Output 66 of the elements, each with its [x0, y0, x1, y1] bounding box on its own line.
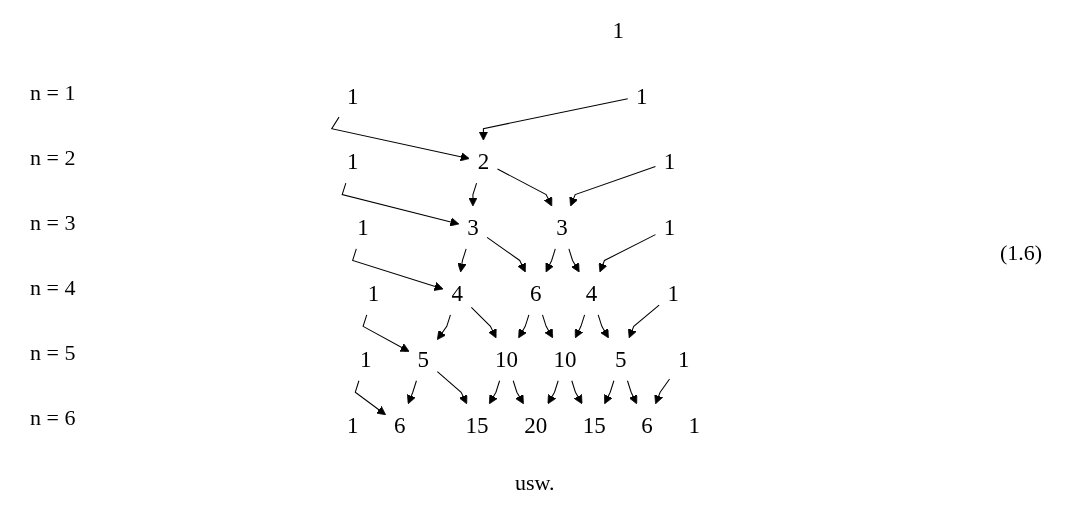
row-label: n = 2 [30, 145, 76, 171]
arrow [569, 166, 656, 207]
node-text: 1 [688, 412, 700, 439]
node-text: 15 [582, 412, 606, 439]
arrow [341, 182, 460, 227]
node-text: 1 [663, 214, 676, 241]
row-label: n = 1 [30, 80, 76, 106]
arrow [436, 371, 468, 405]
arrow [457, 248, 467, 273]
node-text: 1 [636, 82, 648, 109]
row-label: n = 5 [30, 340, 76, 366]
arrow [518, 314, 530, 339]
arrow [626, 380, 638, 405]
arrow [597, 314, 609, 339]
note-text: usw. [515, 470, 555, 496]
node-text: 4 [585, 280, 598, 307]
arrow [547, 380, 559, 405]
node-text: 3 [556, 214, 568, 241]
row-label: (1.6) [1000, 240, 1043, 266]
node-text: 1 [677, 346, 690, 373]
node-text: 1 [367, 280, 380, 307]
node-text: 10 [494, 346, 518, 373]
arrow [512, 380, 524, 405]
row-label: n = 4 [30, 275, 76, 301]
node-text: 1 [346, 148, 359, 175]
node-text: 4 [451, 280, 463, 307]
node-text: 3 [467, 214, 479, 241]
arrow [541, 314, 554, 339]
arrow [468, 182, 478, 207]
node-text: 5 [614, 346, 627, 373]
arrow [488, 380, 501, 405]
arrow [486, 236, 526, 273]
node-text: 5 [417, 346, 429, 373]
node-text: 1 [346, 412, 359, 439]
arrow [470, 306, 497, 339]
node-text: 1 [359, 346, 372, 373]
node-text: 1 [663, 148, 676, 175]
arrow [497, 168, 553, 207]
node-text: 1 [346, 82, 359, 109]
node-text: 10 [553, 346, 577, 373]
arrow [604, 380, 615, 405]
arrow [330, 116, 470, 162]
node-text: 1 [612, 16, 625, 43]
arrow [627, 304, 660, 339]
arrow [478, 98, 629, 141]
node-text: 2 [477, 148, 490, 175]
arrow [362, 314, 410, 352]
node-text: 6 [529, 280, 542, 307]
arrow [407, 380, 417, 405]
arrow [436, 314, 451, 340]
arrow [598, 234, 656, 273]
arrow [545, 248, 556, 273]
node-text: 1 [667, 280, 679, 307]
arrow [352, 248, 444, 291]
arrow [568, 248, 580, 273]
arrow [654, 378, 671, 405]
node-text: 6 [641, 412, 653, 439]
node-text: 15 [465, 412, 489, 439]
arrow [571, 380, 583, 405]
arrow [574, 314, 586, 339]
node-text: 6 [393, 412, 406, 439]
node-text: 20 [524, 412, 548, 439]
node-text: 1 [357, 214, 369, 241]
arrow [354, 380, 386, 416]
row-label: n = 6 [30, 405, 76, 431]
row-label: n = 3 [30, 210, 76, 236]
